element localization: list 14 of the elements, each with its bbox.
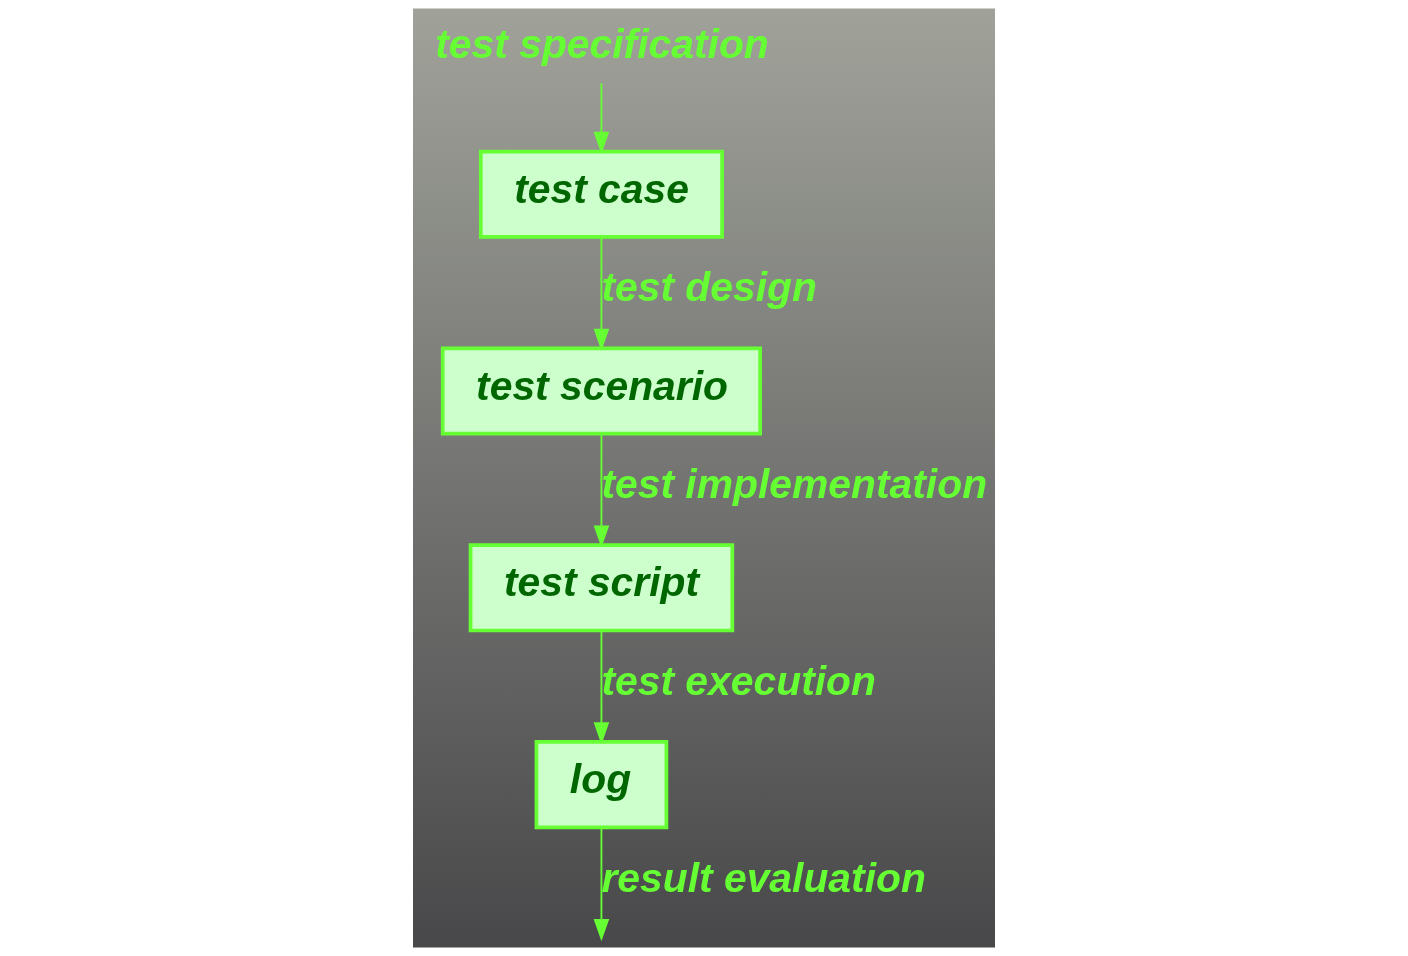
edge-label: test implementation [601,460,988,507]
arrow [593,629,610,745]
arrow [593,827,610,942]
node-text: test specification [435,20,769,67]
arrow [593,432,610,548]
node-box: test case [478,149,724,239]
edge-label: test design [601,264,817,311]
edge-label: test execution [601,657,876,704]
arrow [593,82,610,155]
node-box: test script [468,543,735,633]
node-box: log [534,740,669,830]
edge-label: result evaluation [601,854,926,901]
node-box: test scenario [440,346,762,436]
arrow [593,236,610,352]
